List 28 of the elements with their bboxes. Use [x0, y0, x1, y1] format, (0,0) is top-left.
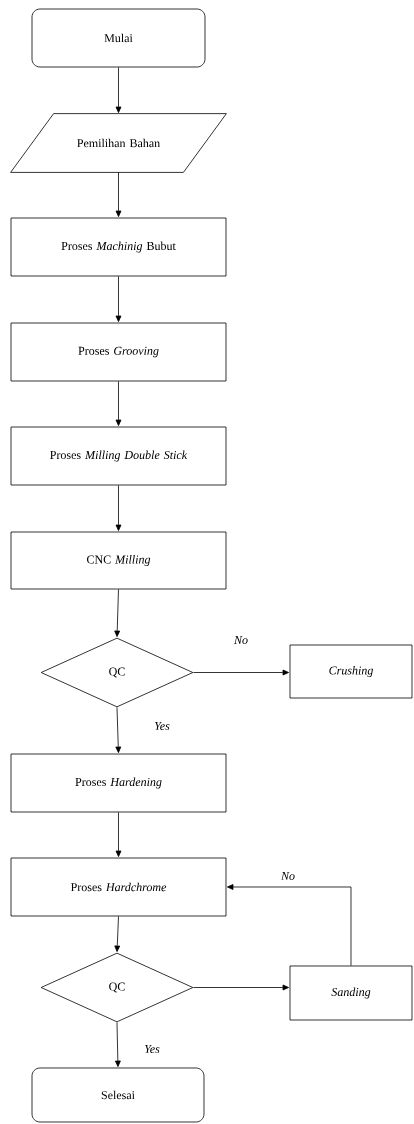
edge-label: Yes	[153, 721, 171, 731]
arrow	[114, 1022, 121, 1067]
arrow	[115, 381, 122, 426]
process-box: Proses Milling Double Stick	[10, 426, 227, 486]
process-box: Proses Machinig Bubut	[10, 217, 227, 277]
arrow	[115, 707, 122, 753]
process-box: Crushing	[289, 644, 413, 699]
input-parallelogram: Pemilihan Bahan	[10, 113, 227, 173]
arrow	[193, 984, 289, 991]
process-box: Proses Hardchrome	[10, 857, 227, 917]
terminal-box: Mulai	[31, 8, 206, 68]
edge-label: No	[280, 871, 296, 881]
edge-label: Yes	[143, 1044, 161, 1054]
process-box: Proses Hardening	[10, 753, 227, 813]
arrow	[115, 485, 122, 531]
process-box: Proses Grooving	[10, 322, 227, 382]
arrow	[115, 172, 122, 217]
process-box: CNC Milling	[10, 531, 227, 590]
terminal-box: Selesai	[31, 1067, 205, 1123]
arrow	[193, 669, 289, 676]
arrow	[114, 589, 121, 637]
arrow	[115, 276, 122, 322]
process-box: Sanding	[289, 965, 413, 1021]
arrow	[227, 884, 352, 966]
arrow	[114, 916, 121, 952]
edge-label: No	[233, 635, 249, 645]
arrow	[115, 812, 122, 857]
arrow	[115, 67, 122, 113]
